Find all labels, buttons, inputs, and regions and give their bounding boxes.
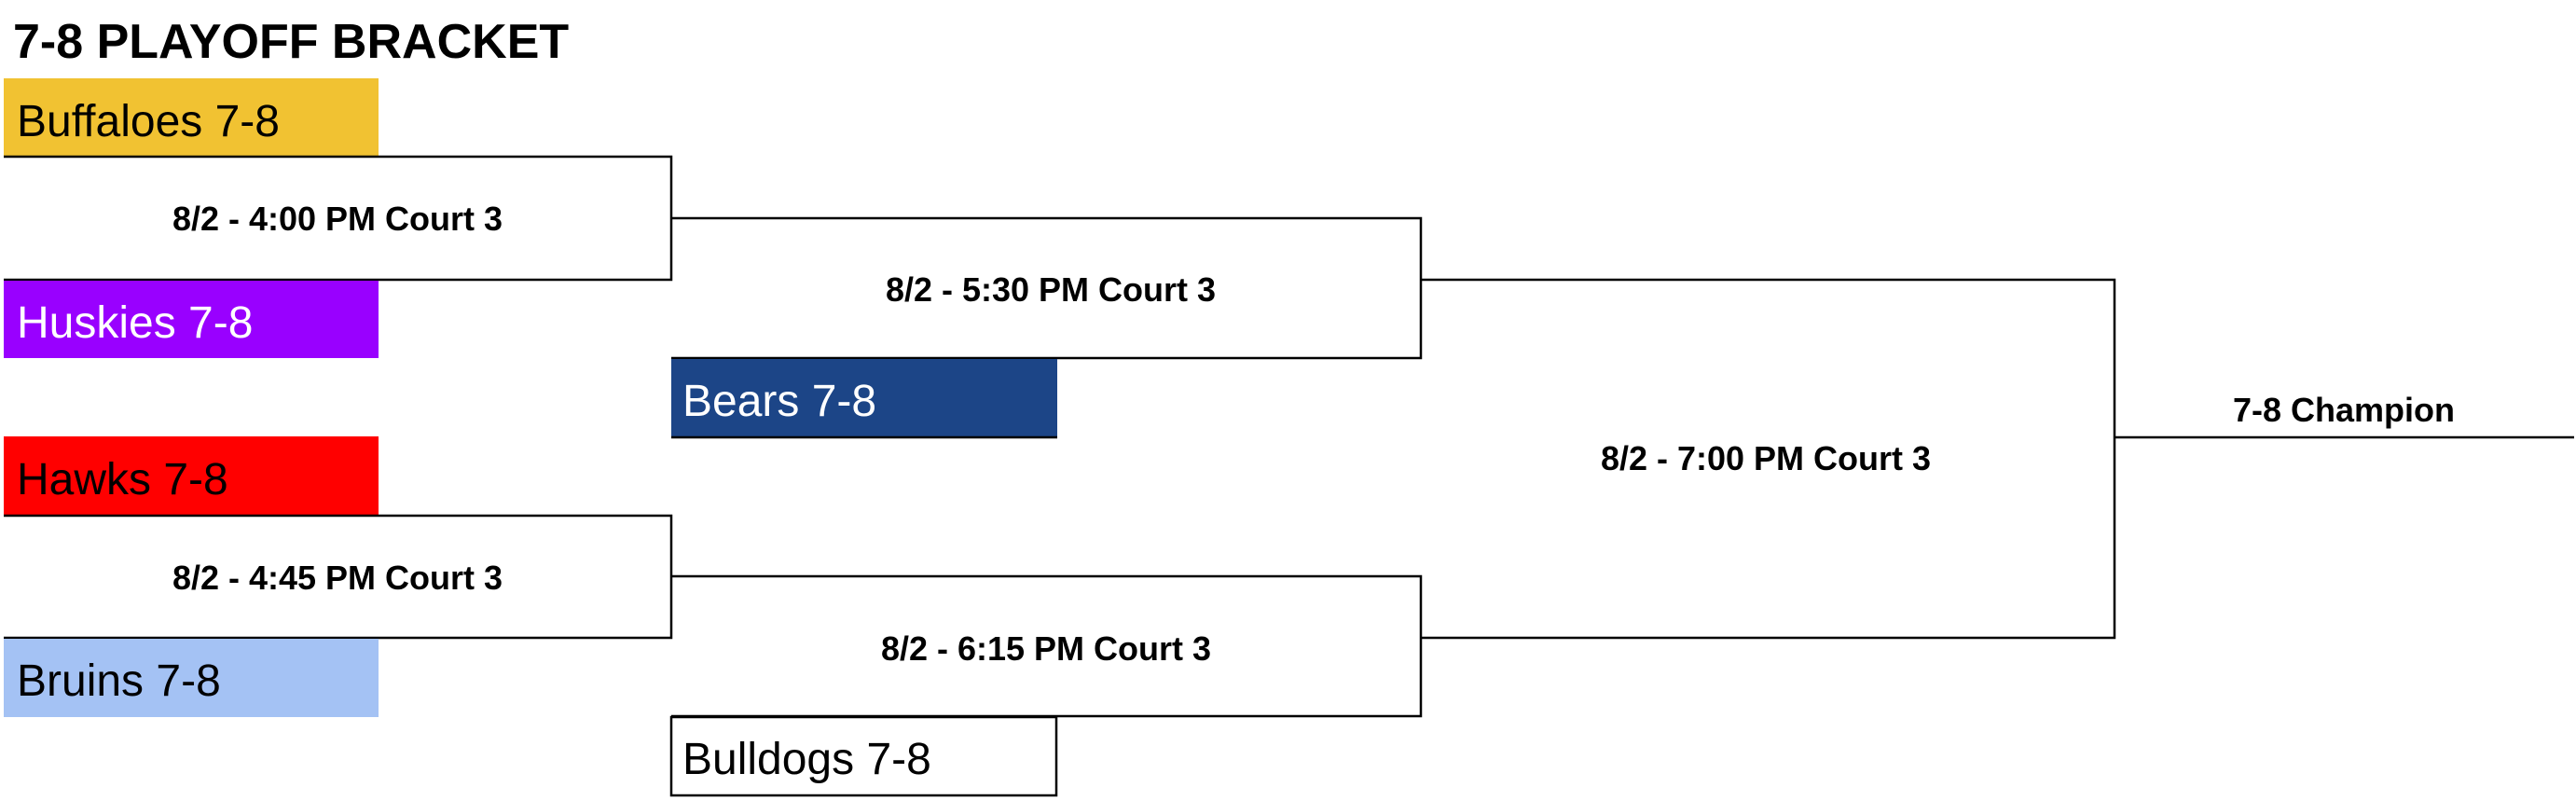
team-buffaloes-label: Buffaloes 7-8 (17, 97, 280, 146)
champion-label: 7-8 Champion (2233, 391, 2455, 429)
team-bears-box (671, 359, 1057, 437)
team-bears-label: Bears 7-8 (682, 377, 876, 426)
game-2-time: 8/2 - 4:45 PM Court 3 (172, 559, 503, 597)
final-game-time: 8/2 - 7:00 PM Court 3 (1601, 439, 1931, 477)
team-bulldogs-box (669, 715, 1058, 797)
team-huskies-box (4, 281, 379, 358)
team-huskies-label: Huskies 7-8 (17, 298, 253, 348)
team-buffaloes-box (4, 78, 379, 157)
team-buffaloes: Buffaloes 7-8 (4, 78, 379, 157)
team-bruins-label: Bruins 7-8 (17, 656, 221, 706)
team-huskies: Huskies 7-8 (4, 281, 379, 358)
team-bulldogs-label: Bulldogs 7-8 (682, 735, 931, 784)
game-4-time: 8/2 - 6:15 PM Court 3 (881, 629, 1211, 668)
page-title: 7-8 PLAYOFF BRACKET (13, 15, 569, 69)
game-1-time: 8/2 - 4:00 PM Court 3 (172, 200, 503, 238)
team-hawks-label: Hawks 7-8 (17, 455, 228, 504)
team-hawks: Hawks 7-8 (4, 436, 379, 516)
team-bears: Bears 7-8 (671, 359, 1057, 439)
team-bulldogs: Bulldogs 7-8 (669, 715, 1058, 797)
team-hawks-box (4, 436, 379, 516)
team-bruins: Bruins 7-8 (4, 639, 379, 717)
bracket-line-game-3 (671, 216, 1423, 360)
team-bruins-box (4, 639, 379, 717)
game-3-time: 8/2 - 5:30 PM Court 3 (886, 270, 1216, 309)
bracket-line-final (1421, 278, 2116, 640)
